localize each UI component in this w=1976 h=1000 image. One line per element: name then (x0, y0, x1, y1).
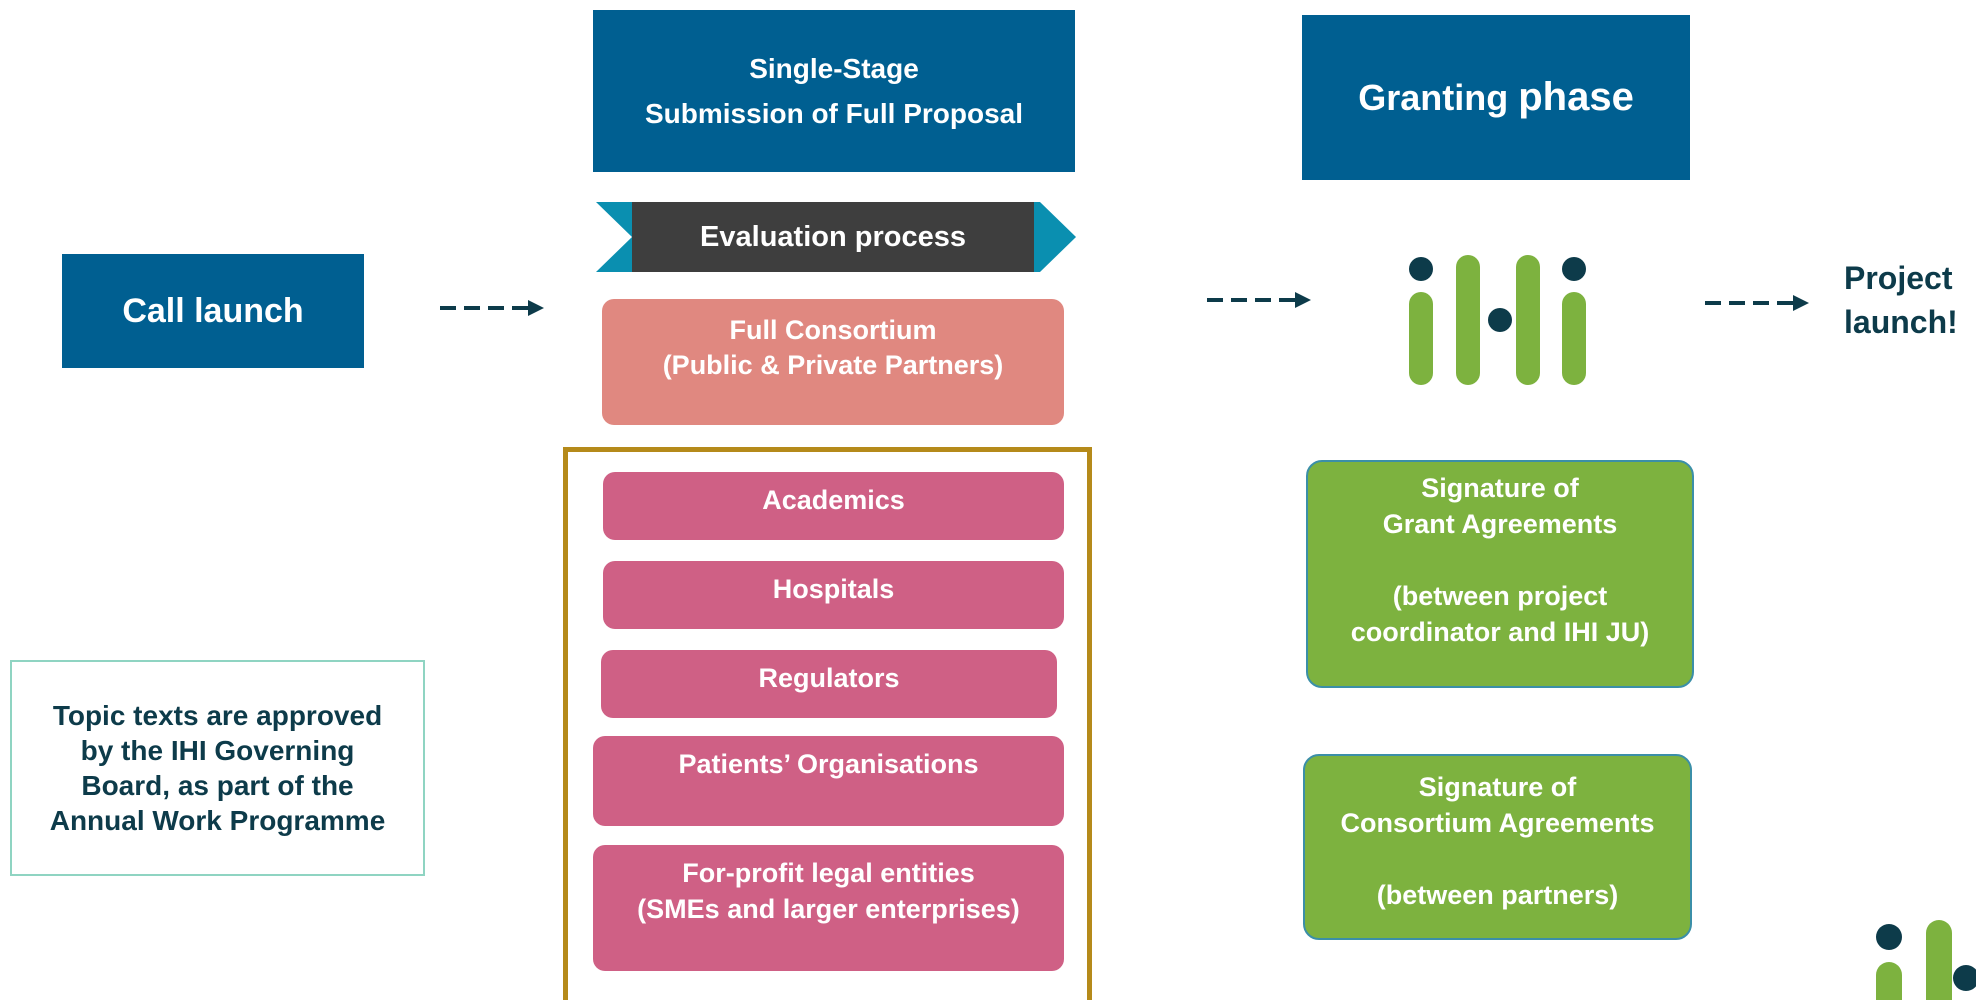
call-launch-label: Call launch (122, 291, 304, 330)
full-consortium-box: Full Consortium (Public & Private Partne… (602, 299, 1064, 425)
signature-grant-line4: coordinator and IHI JU) (1350, 617, 1650, 647)
dashed-arrow-right-icon (440, 300, 544, 316)
evaluation-process-label: Evaluation process (632, 202, 1034, 272)
signature-consortium-line3: (between partners) (1376, 880, 1619, 910)
topic-approval-note: Topic texts are approved by the IHI Gove… (10, 660, 425, 876)
member-label: For-profit legal entities (682, 858, 975, 888)
signature-consortium-line1: Signature of (1418, 772, 1577, 802)
member-patients-organisations: Patients’ Organisations (593, 736, 1064, 826)
phase-word: phase (1518, 75, 1634, 119)
topic-note-line1: Topic texts are approved (52, 700, 383, 731)
member-academics: Academics (603, 472, 1064, 540)
ihi-logo-corner-icon (1876, 920, 1976, 1000)
member-sublabel: (SMEs and larger enterprises) (637, 894, 1020, 924)
topic-note-line3: Board, as part of the (81, 770, 354, 801)
project-launch-text: Project launch! (1844, 256, 1958, 344)
member-label: Regulators (758, 663, 900, 693)
signature-consortium-line2: Consortium Agreements (1340, 808, 1655, 838)
signature-grant-agreements-box: Signature of Grant Agreements (between p… (1306, 460, 1694, 688)
dashed-arrow-right-icon (1207, 292, 1311, 308)
member-regulators: Regulators (601, 650, 1057, 718)
project-launch-line1: Project (1844, 260, 1953, 296)
single-stage-subtitle: Submission of Full Proposal (644, 98, 1024, 129)
single-stage-title: Single-Stage (749, 53, 919, 84)
signature-grant-line3: (between project (1392, 581, 1608, 611)
signature-grant-line2: Grant Agreements (1382, 509, 1618, 539)
member-label: Academics (762, 485, 905, 515)
granting-word: Granting (1358, 77, 1509, 118)
topic-note-line4: Annual Work Programme (49, 805, 386, 836)
full-consortium-title: Full Consortium (729, 315, 937, 345)
evaluation-process-text: Evaluation process (700, 220, 966, 253)
project-launch-line2: launch! (1844, 304, 1958, 340)
dashed-arrow-right-icon (1705, 295, 1809, 311)
call-launch-box: Call launch (62, 254, 364, 368)
member-label: Hospitals (772, 574, 895, 604)
granting-phase-header: Granting phase (1302, 15, 1690, 180)
topic-note-line2: by the IHI Governing (80, 735, 355, 766)
member-for-profit-entities: For-profit legal entities (SMEs and larg… (593, 845, 1064, 971)
signature-consortium-agreements-box: Signature of Consortium Agreements (betw… (1303, 754, 1692, 940)
consortium-members-frame (563, 447, 1092, 1000)
signature-grant-line1: Signature of (1421, 473, 1579, 503)
single-stage-header: Single-Stage Submission of Full Proposal (593, 10, 1075, 172)
member-hospitals: Hospitals (603, 561, 1064, 629)
member-label: Patients’ Organisations (678, 749, 979, 779)
ihi-logo-icon (1409, 255, 1586, 385)
full-consortium-subtitle: (Public & Private Partners) (662, 350, 1004, 380)
